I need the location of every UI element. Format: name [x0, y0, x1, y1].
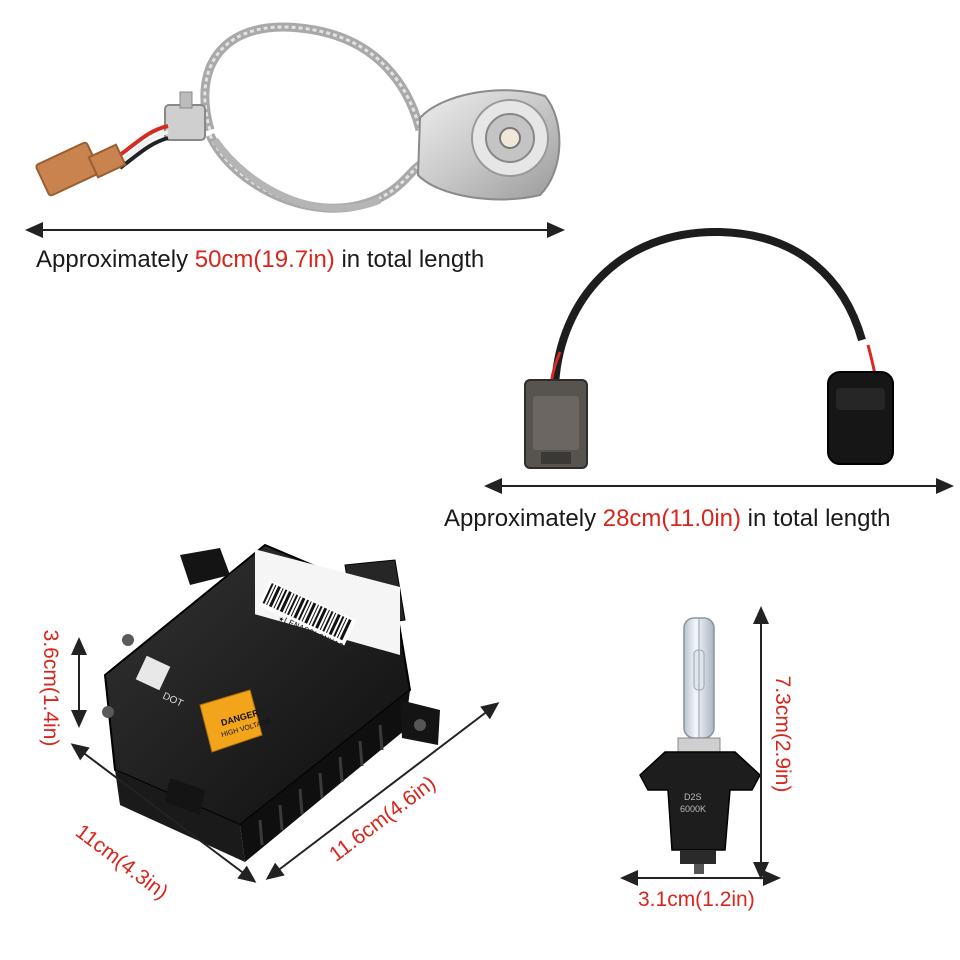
adapter-cable-illustration — [524, 227, 894, 469]
ballast-width-arrow — [70, 743, 257, 883]
bulb-base-text-1: D2S — [684, 792, 702, 802]
cable2-caption: Approximately 28cm(11.0in) in total leng… — [444, 505, 890, 533]
cable1-caption: Approximately 50cm(19.7in) in total leng… — [36, 246, 484, 274]
ballast-length-arrow — [265, 702, 500, 880]
cable2-caption-suffix: in total length — [741, 505, 891, 532]
cable1-caption-measure: 50cm(19.7in) — [194, 246, 335, 273]
cable1-caption-suffix: in total length — [334, 246, 485, 273]
cable1-caption-prefix: Approximately — [36, 246, 195, 273]
bulb-width-label: 3.1cm(1.2in) — [638, 888, 755, 911]
bulb-illustration — [639, 617, 761, 874]
bulb-height-label: 7.3cm(2.9in) — [771, 675, 794, 793]
igniter-cable-illustration — [35, 22, 561, 213]
bulb-base-text-2: 6000K — [680, 804, 706, 814]
cable2-caption-prefix: Approximately — [444, 505, 603, 532]
ballast-height-label: 3.6cm(1.4in) — [39, 629, 62, 747]
cable2-caption-measure: 28cm(11.0in) — [602, 505, 742, 532]
